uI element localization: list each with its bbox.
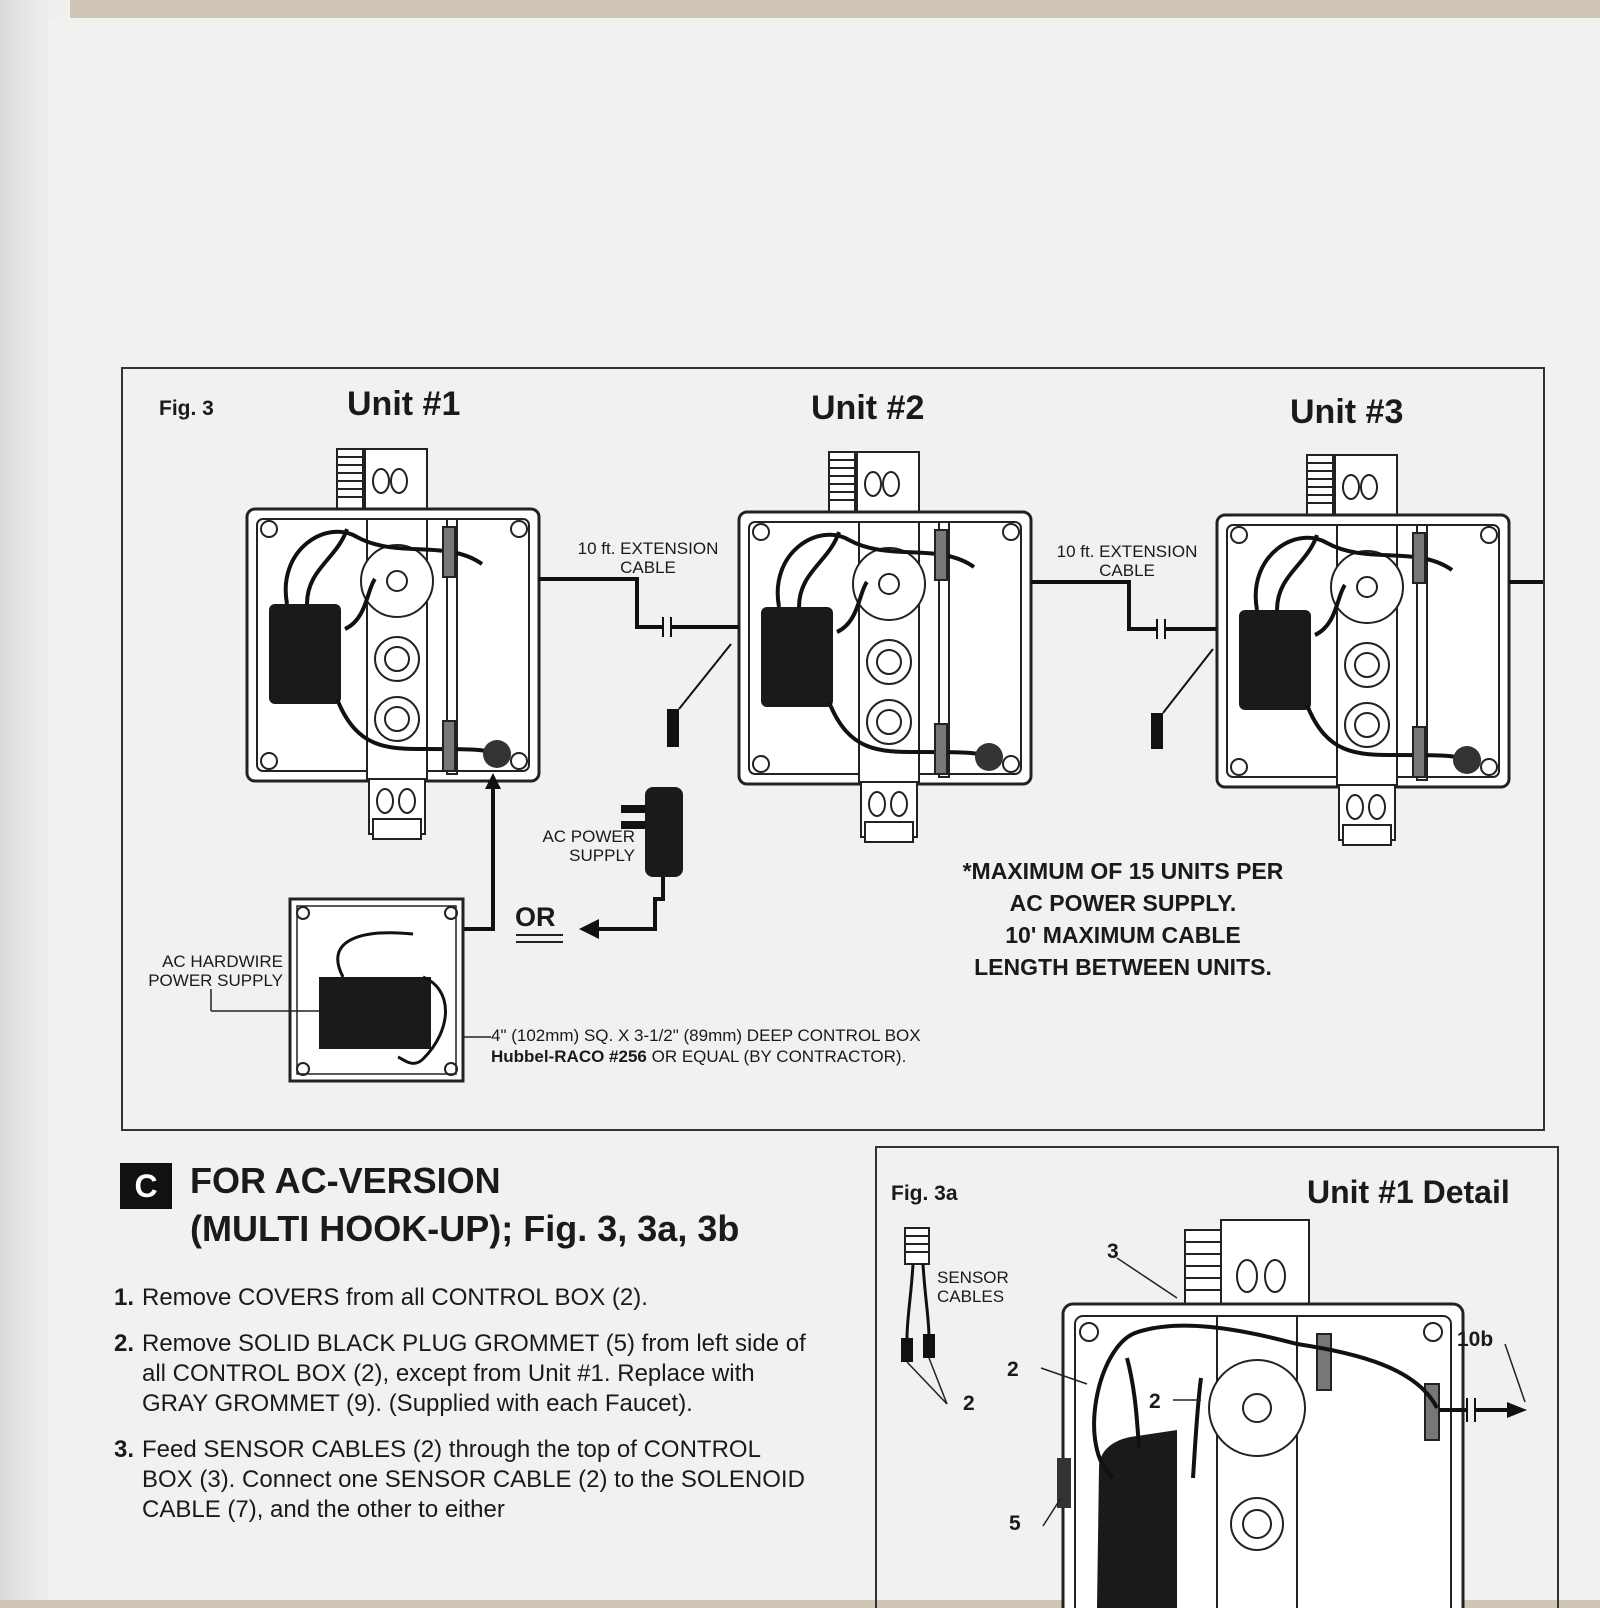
callout-2b: 2 <box>963 1392 975 1415</box>
figure-3a-title: Unit #1 Detail <box>1307 1174 1510 1210</box>
unit-3-drawing <box>1215 453 1511 847</box>
callout-2a: 2 <box>1007 1358 1019 1381</box>
instruction-steps: 1.Remove COVERS from all CONTROL BOX (2)… <box>114 1283 814 1541</box>
section-badge: C <box>120 1163 172 1209</box>
step-1: 1.Remove COVERS from all CONTROL BOX (2)… <box>114 1284 648 1311</box>
figure-3: Fig. 3 Unit #1 Unit #2 Unit #3 10 ft. EX… <box>121 367 1545 1131</box>
control-box-note: 4" (102mm) SQ. X 3-1/2" (89mm) DEEP CONT… <box>491 1026 921 1066</box>
figure-3-drawing <box>210 447 1543 1083</box>
callout-5: 5 <box>1009 1512 1021 1535</box>
figure-3-label: Fig. 3 <box>159 397 214 420</box>
unit-2-title: Unit #2 <box>811 389 925 427</box>
callout-2c: 2 <box>1149 1390 1161 1413</box>
step-3: 3.Feed SENSOR CABLES (2) through the top… <box>114 1436 805 1523</box>
callout-3: 3 <box>1107 1240 1119 1263</box>
figure-3a-label: Fig. 3a <box>891 1182 958 1205</box>
section-title: FOR AC-VERSION (MULTI HOOK-UP); Fig. 3, … <box>190 1160 740 1249</box>
unit-3-title: Unit #3 <box>1290 393 1404 431</box>
step-2: 2.Remove SOLID BLACK PLUG GROMMET (5) fr… <box>114 1330 806 1417</box>
unit-2-drawing <box>737 450 1033 844</box>
figure-3a-drawing <box>901 1219 1527 1608</box>
maximum-units-note: *MAXIMUM OF 15 UNITS PER AC POWER SUPPLY… <box>962 858 1284 980</box>
or-label: OR <box>515 902 556 932</box>
unit-1-title: Unit #1 <box>347 385 461 423</box>
callout-10b: 10b <box>1457 1328 1494 1351</box>
